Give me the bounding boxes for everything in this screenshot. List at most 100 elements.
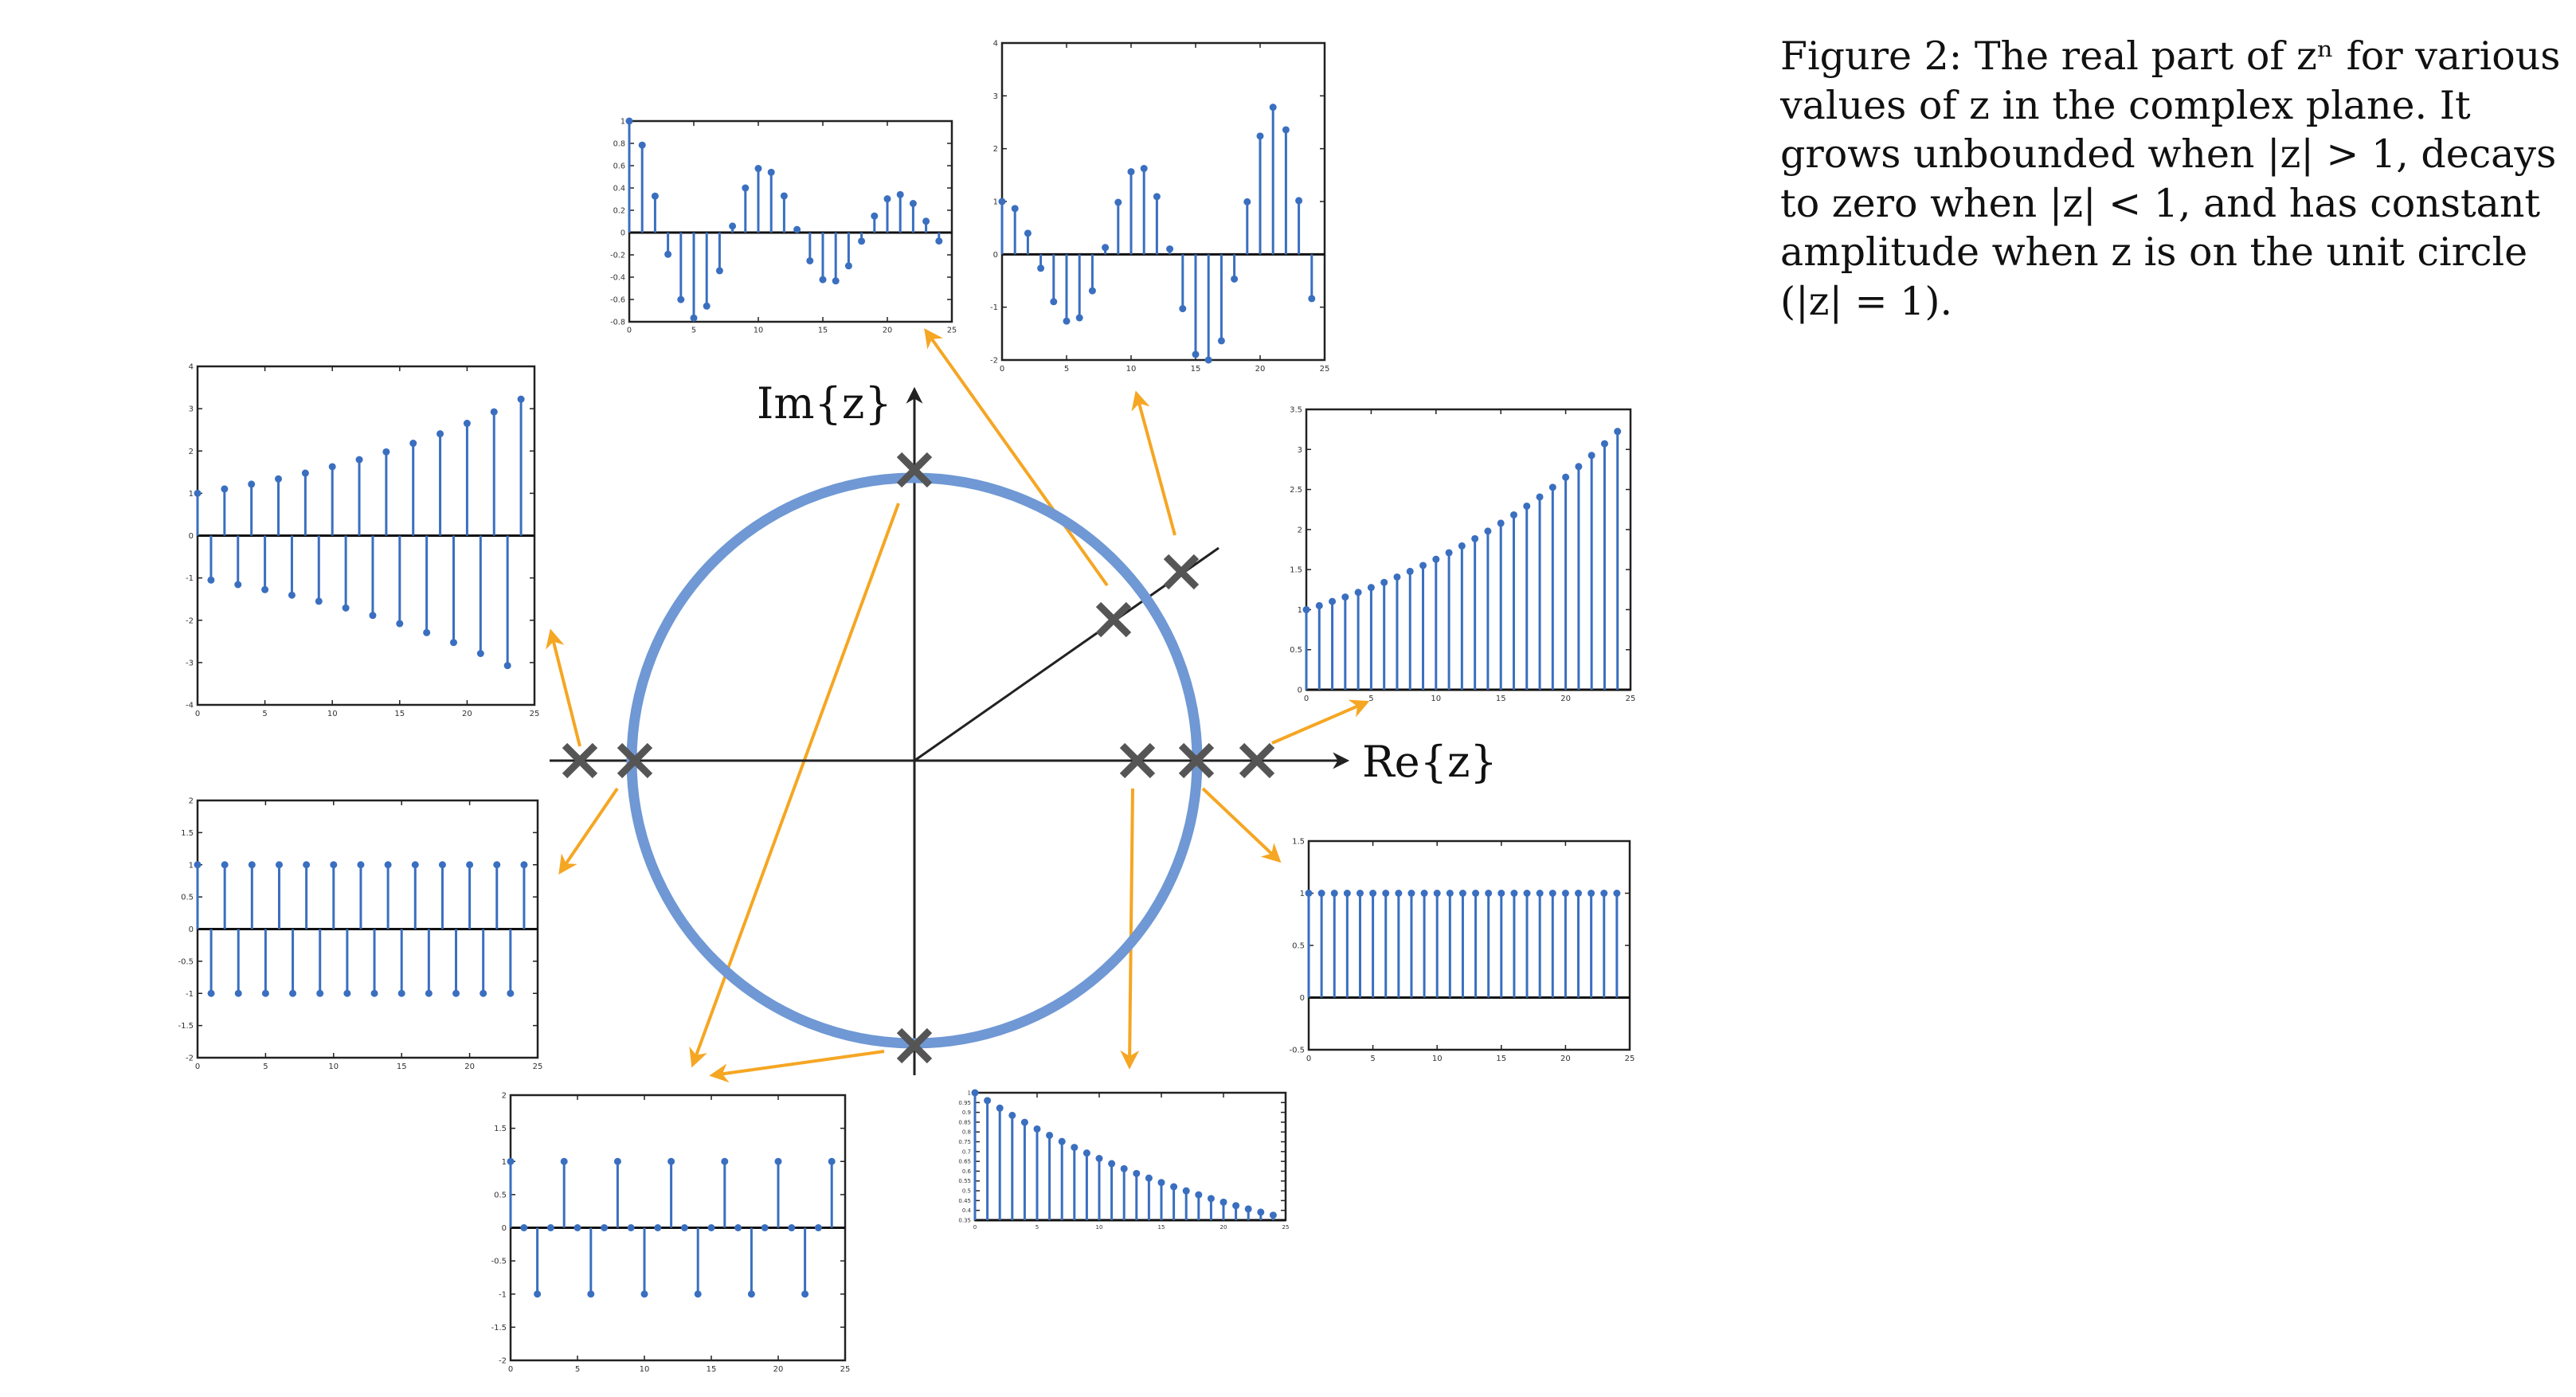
caption-line-5: amplitude when z is on the unit circle [1780,229,2528,275]
stem-marker [1140,165,1148,173]
stem-marker [996,1104,1004,1112]
y-tick-label: 0.9 [962,1109,971,1116]
stem-marker [1046,1131,1054,1139]
stem-marker [984,1097,992,1105]
stem-marker [369,612,377,620]
x-tick-label: 15 [1191,365,1201,374]
y-tick-label: 0.6 [613,162,625,170]
stem-marker [248,861,256,869]
y-tick-label: 0.4 [962,1207,972,1214]
stem-marker [1497,519,1505,527]
stem-marker [207,989,215,997]
cross-marker [1178,742,1215,779]
stem-marker [858,237,866,245]
y-tick-label: 0.7 [962,1149,971,1155]
stem-marker [234,989,242,997]
stem-marker [640,1290,648,1298]
stem-marker [1393,573,1401,581]
x-tick-label: 20 [773,1365,784,1374]
x-tick-label: 10 [640,1365,650,1374]
stem-marker [844,262,852,270]
stem-marker [1562,473,1570,481]
stem-marker [1231,275,1239,283]
stem-marker [729,222,737,230]
stem-marker [1256,132,1264,140]
stem-marker [1445,549,1453,557]
stem-marker [587,1290,595,1298]
x-tick-label: 0 [1000,365,1004,374]
stem-marker [1329,597,1337,605]
cross-marker [896,1027,933,1064]
plot-frame [1305,408,1632,691]
stem-marker [234,581,242,589]
y-tick-label: 0.4 [613,184,625,193]
y-tick-label: 0.55 [958,1178,971,1184]
x-tick-label: 25 [530,710,540,718]
stem-marker [207,576,215,584]
x-tick-label: 10 [328,1062,339,1071]
arrow-to-cos-decay [924,328,1109,587]
y-tick-label: -4 [186,702,194,710]
stem-marker [1575,890,1583,897]
stem-marker [1295,197,1303,205]
stem-marker [909,199,917,207]
stem-marker [767,168,775,176]
x-tick-label: 0 [195,710,200,718]
y-tick-label: 0.5 [181,894,194,902]
stem-marker [1330,890,1338,897]
stem-marker [754,165,762,173]
stem-marker [1308,295,1316,303]
arrow-to-pos-decay [1120,788,1140,1070]
y-tick-label: 0.65 [958,1159,971,1165]
y-tick-label: -2 [186,1055,194,1063]
y-tick-label: 0 [502,1224,507,1233]
y-tick-label: -3 [186,659,194,667]
stem-marker [1302,605,1310,613]
x-tick-label: 20 [883,327,892,335]
y-tick-label: 0.45 [958,1198,971,1204]
stem-marker [780,192,788,200]
x-tick-label: 15 [1496,695,1506,703]
stem-marker [1485,890,1493,897]
y-tick-label: 1 [189,490,194,499]
y-tick-label: 0.5 [1292,942,1305,951]
stem-marker [935,237,943,245]
y-tick-label: 0.8 [962,1129,971,1136]
stem-marker [1037,264,1045,272]
stem-marker [1600,890,1608,897]
stem-marker [1269,104,1277,112]
x-tick-label: 10 [1432,1055,1443,1063]
stem-marker [1523,502,1531,510]
stem-marker [1354,589,1362,597]
stem-marker [1407,890,1415,897]
stem-marker [466,861,474,869]
x-tick-label: 10 [1126,365,1137,374]
stem-marker [452,989,460,997]
cross-marker [896,452,933,488]
stem-marker [1587,452,1595,460]
y-tick-label: 3 [993,92,998,101]
stem-marker [1058,1137,1066,1145]
real-axis-label: Re{z} [1362,737,1497,787]
y-tick-label: 4 [993,40,998,49]
y-tick-label: 0.2 [613,206,625,215]
x-tick-label: 0 [1304,695,1309,703]
y-tick-label: 2 [993,145,998,154]
stem-marker [1082,1149,1090,1157]
stem-marker [357,861,365,869]
stem-marker [1432,555,1440,563]
stem-marker [1395,890,1403,897]
x-tick-label: 5 [575,1365,580,1374]
stem-marker [1195,1191,1203,1199]
y-tick-label: -2 [990,357,998,366]
caption-line-6: (|z| = 1). [1780,278,1953,324]
arrows-layer [546,328,1370,1083]
stem-marker [1315,601,1323,609]
stem-marker [1127,168,1135,176]
stem-marker [275,475,283,483]
stem-marker [546,1223,554,1231]
stem-marker [1102,244,1110,252]
x-tick-label: 0 [508,1365,513,1374]
x-tick-label: 25 [533,1062,543,1071]
